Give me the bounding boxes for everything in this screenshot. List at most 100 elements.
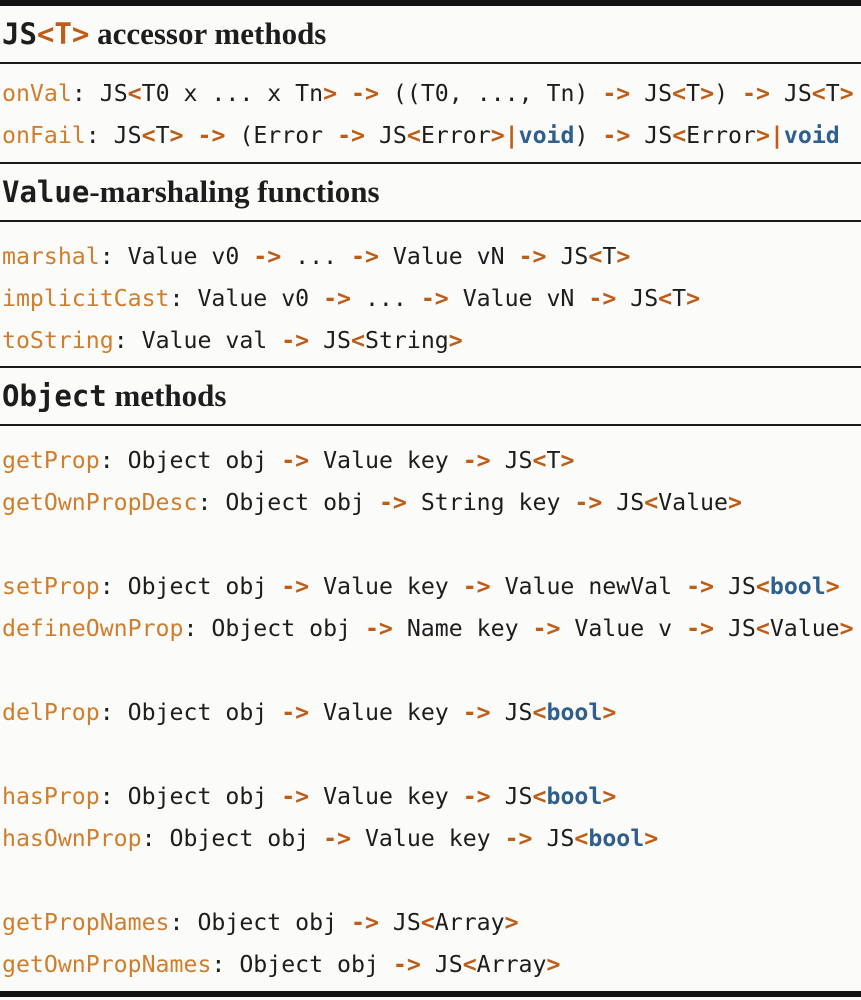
operator: -> bbox=[602, 122, 631, 149]
keyword-type: void bbox=[518, 122, 575, 149]
signature-row-getOwnPropDesc: getOwnPropDesc: Object obj -> String key… bbox=[2, 482, 861, 524]
operator: -> bbox=[351, 909, 379, 936]
signature-rows: getProp: Object obj -> Value key -> JS<T… bbox=[0, 426, 861, 986]
code-text: JS bbox=[532, 825, 575, 852]
function-name: delProp bbox=[2, 699, 100, 726]
operator: -> bbox=[462, 573, 491, 600]
code-text: : Object obj bbox=[183, 615, 365, 642]
operator: -> bbox=[420, 285, 449, 312]
code-text: Error bbox=[420, 122, 491, 149]
operator: -> bbox=[392, 951, 421, 978]
code-text: JS bbox=[490, 783, 533, 810]
code-text bbox=[337, 80, 351, 107]
spacer-row bbox=[2, 860, 861, 902]
heading-part: Object bbox=[2, 379, 107, 413]
function-name: hasOwnProp bbox=[2, 825, 142, 852]
operator: -> bbox=[741, 80, 770, 107]
table-bottom-rule bbox=[0, 991, 861, 997]
signature-row-marshal: marshal: Value v0 -> ... -> Value vN -> … bbox=[2, 236, 861, 278]
code-text: T bbox=[155, 122, 170, 149]
signature-row-getProp: getProp: Object obj -> Value key -> JS<T… bbox=[2, 440, 861, 482]
function-name: getProp bbox=[2, 447, 100, 474]
signature-row-implicitCast: implicitCast: Value v0 -> ... -> Value v… bbox=[2, 278, 861, 320]
operator: > bbox=[686, 285, 701, 312]
code-text: String bbox=[365, 327, 449, 354]
heading-part: accessor methods bbox=[89, 16, 327, 51]
signature-row-onVal: onVal: JS<T0 x ... x Tn> -> ((T0, ..., T… bbox=[2, 73, 861, 115]
function-name: marshal bbox=[2, 243, 100, 270]
code-text: Array bbox=[434, 909, 505, 936]
operator: > bbox=[755, 122, 770, 149]
code-text: JS bbox=[713, 615, 756, 642]
operator: > bbox=[602, 783, 617, 810]
signature-row-hasOwnProp: hasOwnProp: Object obj -> Value key -> J… bbox=[2, 818, 861, 860]
operator: -> bbox=[574, 489, 603, 516]
code-text: JS bbox=[490, 447, 533, 474]
code-text: Value vN bbox=[448, 285, 589, 312]
code-text: Value key bbox=[309, 573, 463, 600]
heading-part: JS bbox=[2, 17, 37, 51]
operator: > bbox=[448, 327, 463, 354]
signature-rows: onVal: JS<T0 x ... x Tn> -> ((T0, ..., T… bbox=[0, 64, 861, 164]
code-text: Value key bbox=[351, 825, 505, 852]
operator: > bbox=[602, 699, 617, 726]
operator: -> bbox=[323, 285, 352, 312]
code-text: Value bbox=[769, 615, 840, 642]
code-text: JS bbox=[490, 699, 533, 726]
operator: > bbox=[560, 447, 575, 474]
keyword-type: bool bbox=[769, 573, 826, 600]
code-text bbox=[184, 122, 198, 149]
operator: -> bbox=[588, 285, 617, 312]
operator: -> bbox=[281, 573, 310, 600]
code-text: : Value v0 bbox=[169, 285, 324, 312]
code-text: Error bbox=[686, 122, 756, 149]
operator: < bbox=[406, 122, 421, 149]
operator: > bbox=[169, 122, 184, 149]
operator: < bbox=[811, 80, 826, 107]
code-text: : Object obj bbox=[141, 825, 324, 852]
code-text: Value key bbox=[309, 783, 463, 810]
code-text: Value key bbox=[309, 447, 463, 474]
operator: -> bbox=[281, 699, 310, 726]
code-text: T bbox=[672, 285, 687, 312]
operator: -> bbox=[532, 615, 561, 642]
code-text: : Value v0 bbox=[99, 243, 254, 270]
code-text: JS bbox=[602, 489, 645, 516]
code-text: JS bbox=[365, 122, 407, 149]
signature-row-hasProp: hasProp: Object obj -> Value key -> JS<b… bbox=[2, 776, 861, 818]
operator: -> bbox=[197, 122, 226, 149]
operator: < bbox=[532, 447, 547, 474]
operator: -> bbox=[281, 327, 310, 354]
operator: > bbox=[616, 243, 631, 270]
signature-row-toString: toString: Value val -> JS<String> bbox=[2, 320, 861, 362]
operator: < bbox=[755, 615, 770, 642]
function-name: hasProp bbox=[2, 783, 100, 810]
function-name: toString bbox=[2, 327, 114, 354]
code-text: ) bbox=[714, 80, 742, 107]
function-name: getPropNames bbox=[2, 909, 170, 936]
operator: < bbox=[351, 327, 365, 354]
signature-row-onFail: onFail: JS<T> -> (Error -> JS<Error>|voi… bbox=[2, 115, 861, 157]
code-text: (Error bbox=[225, 122, 338, 149]
function-name: getOwnPropDesc bbox=[2, 489, 198, 516]
section-heading: Value-marshaling functions bbox=[0, 164, 861, 222]
code-text: : Object obj bbox=[197, 489, 379, 516]
function-name: defineOwnProp bbox=[2, 615, 184, 642]
operator: | bbox=[504, 122, 519, 149]
operator: -> bbox=[462, 699, 491, 726]
operator: -> bbox=[351, 243, 379, 270]
operator: -> bbox=[281, 447, 310, 474]
operator: < bbox=[574, 825, 589, 852]
code-text: : Object obj bbox=[99, 447, 282, 474]
operator: > bbox=[825, 573, 840, 600]
operator: > bbox=[700, 80, 715, 107]
code-text: String key bbox=[406, 489, 575, 516]
operator: -> bbox=[378, 489, 407, 516]
operator: -> bbox=[323, 825, 352, 852]
operator: < bbox=[588, 243, 603, 270]
code-text: T0 x ... x Tn bbox=[141, 80, 324, 107]
section-heading: Object methods bbox=[0, 368, 861, 426]
